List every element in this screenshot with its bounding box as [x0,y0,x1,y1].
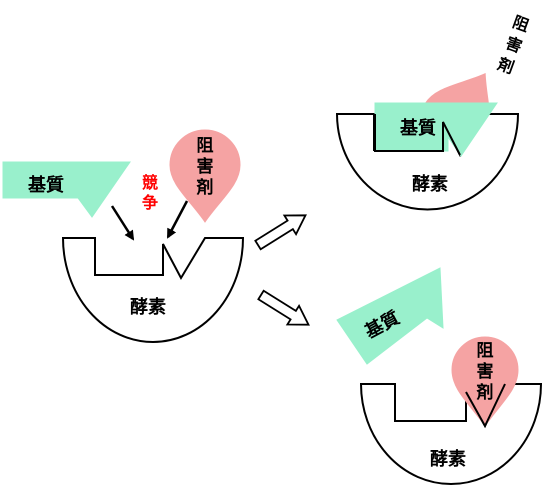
inhibitor-bottom-right-site-outline [465,383,506,429]
substrate-top-right-outline [374,114,461,156]
scene-inhibitor-bound: 基質 阻 害 剤 酵素 [336,267,543,485]
inhibitor-char-2-left: 害 [197,156,214,177]
inhibitor-char-2-top-right: 害 [503,33,525,56]
enzyme-label-top-right: 酵素 [412,173,448,195]
enzyme-label-left: 酵素 [130,296,166,318]
inhibitor-char-1-left: 阻 [197,136,214,156]
substrate-bottom-right [336,267,444,365]
enzyme-left [61,237,245,343]
inhibitor-char-3-left: 剤 [196,177,214,198]
competition-char-2: 争 [142,193,158,212]
substrate-left [2,161,131,218]
inhibitor-char-3-top-right: 剤 [494,54,516,78]
outcome-arrow-down [257,289,310,326]
inhibitor-char-3-bottom-right: 剤 [476,382,494,403]
scene-competition: 酵素 基質 阻 害 剤 競 争 [2,129,245,343]
substrate-label-top-right: 基質 [399,117,436,139]
arrow-inhibitor-to-site [166,200,189,239]
inhibitor-char-1-top-right: 阻 [510,12,532,35]
inhibitor-left [169,129,241,223]
scene-substrate-bound: 阻 害 剤 基質 酵素 [335,12,532,211]
inhibitor-char-2-bottom-right: 害 [477,361,494,382]
outcome-arrow-up [254,214,307,251]
arrow-substrate-to-site [110,205,135,241]
enzyme-label-bottom-right: 酵素 [430,448,466,470]
substrate-label-left: 基質 [27,174,64,196]
inhibitor-bottom-right [451,336,519,427]
competition-char-1: 競 [142,173,158,192]
inhibitor-char-1-bottom-right: 阻 [477,341,494,361]
